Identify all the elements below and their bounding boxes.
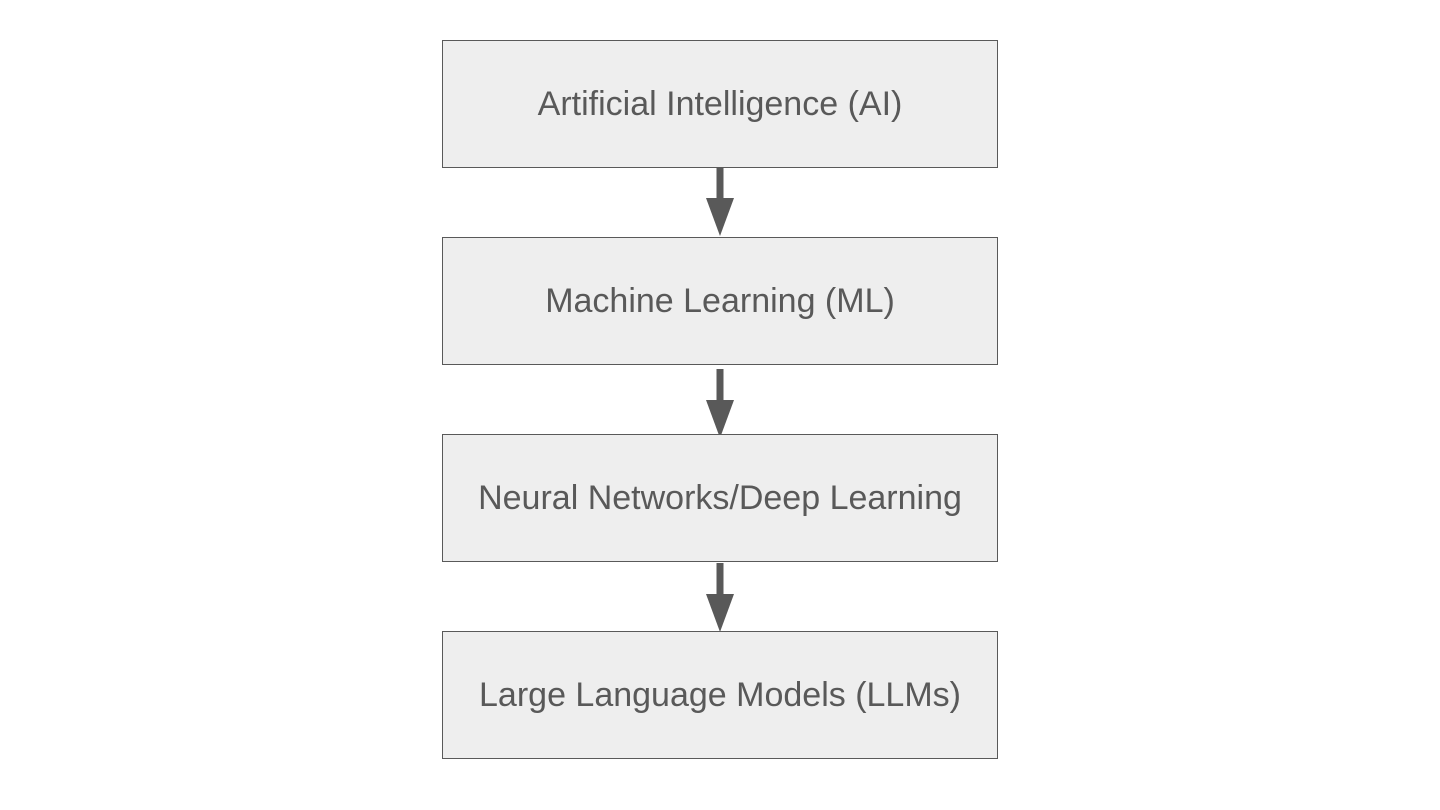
arrow-ai-to-ml <box>706 168 734 236</box>
node-label: Neural Networks/Deep Learning <box>478 478 962 517</box>
arrow-head <box>706 594 734 632</box>
arrow-head <box>706 400 734 438</box>
node-label: Artificial Intelligence (AI) <box>537 84 903 123</box>
node-large-language-models: Large Language Models (LLMs) <box>442 631 998 759</box>
arrow-head <box>706 198 734 236</box>
node-label: Large Language Models (LLMs) <box>479 675 961 714</box>
node-machine-learning: Machine Learning (ML) <box>442 237 998 365</box>
node-label: Machine Learning (ML) <box>545 281 895 320</box>
arrow-nn-to-llm <box>706 563 734 632</box>
node-neural-networks: Neural Networks/Deep Learning <box>442 434 998 562</box>
arrow-ml-to-nn <box>706 369 734 438</box>
node-artificial-intelligence: Artificial Intelligence (AI) <box>442 40 998 168</box>
